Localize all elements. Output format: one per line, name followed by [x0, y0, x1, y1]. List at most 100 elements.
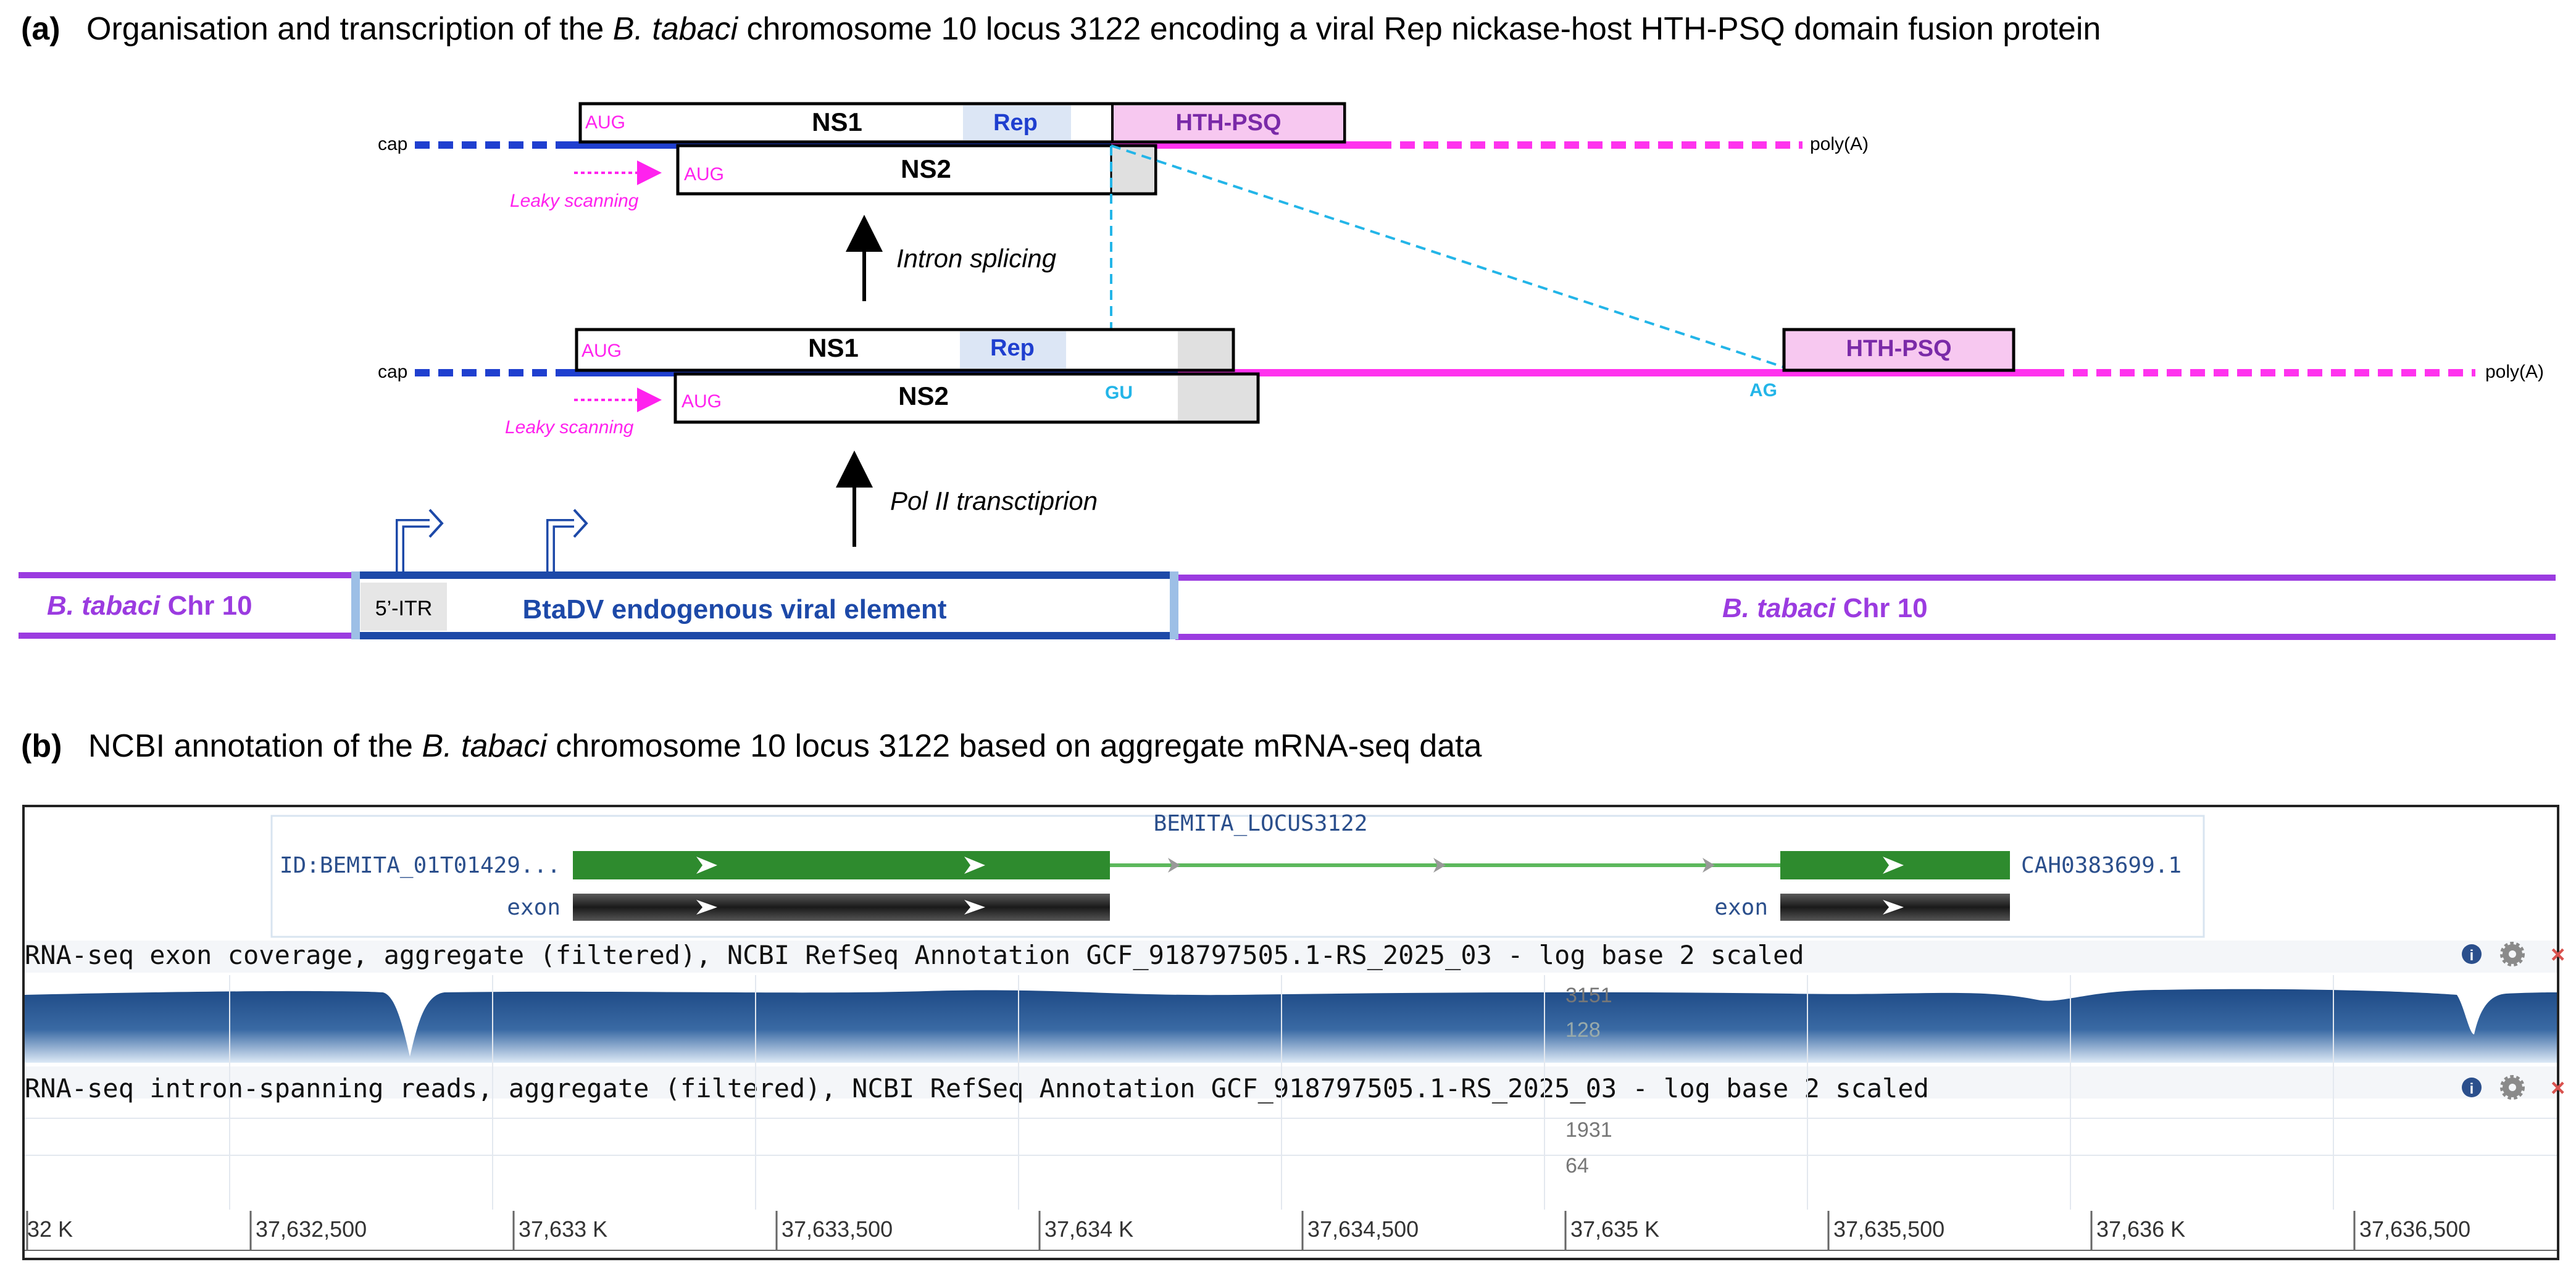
- splice-junction-line-acceptor: [1111, 144, 1785, 368]
- hth-label-top: HTH-PSQ: [1176, 110, 1282, 136]
- cds-exon-1: [573, 851, 1110, 879]
- gu-label: GU: [1105, 383, 1133, 403]
- polya-label-mid: poly(A): [2485, 362, 2544, 382]
- ruler-tick-label: 37,636 K: [2096, 1216, 2185, 1242]
- hth-label-mid: HTH-PSQ: [1846, 336, 1952, 362]
- intron-chevron-3: [1703, 858, 1715, 873]
- promoter-arrow-2-inner: [548, 521, 577, 571]
- hth-domain-top: [1112, 106, 1343, 140]
- coverage-track-title: RNA-seq exon coverage, aggregate (filter…: [25, 940, 1804, 970]
- coverage-info-icon[interactable]: [2462, 944, 2482, 964]
- panel-b-letter: (b): [21, 728, 62, 764]
- transcription-label: Pol II transctiprion: [890, 486, 1098, 515]
- splicing-label: Intron splicing: [896, 244, 1056, 273]
- ns1-label-top: NS1: [812, 107, 862, 136]
- spliced-mrna: cap poly(A) AUG NS1 Rep HTH-PSQ AUG NS2 …: [378, 102, 1869, 211]
- coverage-gear-icon-hole: [2509, 950, 2516, 958]
- aug-label-ns1-mid: AUG: [581, 341, 622, 361]
- ns1-grey-tail-mid: [1178, 331, 1232, 368]
- rep-label-mid: Rep: [990, 335, 1035, 361]
- hth-domain-mid: [1782, 328, 2015, 372]
- pre-mrna: cap poly(A) AUG NS1 Rep AUG NS2 GU HTH-P…: [378, 328, 2544, 438]
- ns1-label-mid: NS1: [808, 333, 859, 362]
- chr-right-label: B. tabaci Chr 10: [1722, 593, 1928, 623]
- rep-label-top: Rep: [993, 110, 1038, 136]
- coverage-area: [25, 989, 2557, 1063]
- intron-chevron-2: [1433, 858, 1446, 873]
- ns1-orf-mid: [575, 328, 1235, 372]
- ruler-tick-label: 37,634,500: [1307, 1216, 1419, 1242]
- chr-right-rest: Chr 10: [1835, 593, 1927, 623]
- panel-b-title-italic: B. tabaci: [422, 728, 548, 764]
- cap-label-top: cap: [378, 134, 407, 154]
- ns2-orf-mid: [673, 372, 1260, 424]
- promoter-arrow-2-head: [573, 509, 588, 538]
- coverage-scale-top: 3151: [1565, 984, 1612, 1007]
- exon-chevron-1: [696, 900, 717, 915]
- intron-track-header: [25, 1066, 2557, 1099]
- ruler-tick-label: 37,633 K: [519, 1216, 607, 1242]
- coverage-track-header: [25, 941, 2557, 973]
- cds-chevron-1: [696, 857, 717, 874]
- coverage-info-icon-glyph: i: [2470, 947, 2474, 964]
- protein-id: CAH0383699.1: [2021, 853, 2182, 878]
- ruler-tick-label: 37,634 K: [1044, 1216, 1133, 1242]
- panel-a-title-after: chromosome 10 locus 3122 encoding a vira…: [747, 11, 2101, 47]
- ruler-tick-label: 37,635,500: [1833, 1216, 1945, 1242]
- cds-chevron-3: [1883, 857, 1904, 874]
- vertical-gridlines: [229, 975, 2334, 1210]
- cap-label-mid: cap: [378, 362, 407, 382]
- eve-label: BtaDV endogenous viral element: [522, 594, 946, 625]
- polya-label-top: poly(A): [1810, 134, 1869, 154]
- ruler-tick-label: 37,633,500: [782, 1216, 893, 1242]
- promoter-arrow-1: [396, 519, 432, 571]
- aug-label-ns2-top: AUG: [684, 164, 724, 185]
- intron-info-icon[interactable]: [2462, 1078, 2482, 1097]
- exon-label-right: exon: [1714, 895, 1768, 920]
- leaky-label-mid: Leaky scanning: [505, 417, 634, 438]
- itr-label: 5’-ITR: [375, 597, 433, 620]
- panel-b-title-after: chromosome 10 locus 3122 based on aggreg…: [556, 728, 1482, 764]
- panel-a-letter: (a): [21, 11, 60, 47]
- leaky-label-top: Leaky scanning: [510, 191, 639, 211]
- aug-label-ns2-mid: AUG: [682, 391, 722, 412]
- panel-a-title-before: Organisation and transcription of the: [86, 11, 613, 47]
- aug-label-ns1-top: AUG: [585, 112, 625, 133]
- cds-chevron-2: [964, 857, 985, 874]
- locus-label: BEMITA_LOCUS3122: [1154, 811, 1368, 836]
- panel-b-title: (b) NCBI annotation of the B. tabaci chr…: [21, 728, 1482, 764]
- transcript-id: ID:BEMITA_01T01429...: [280, 853, 561, 878]
- coverage-close-icon[interactable]: ×: [2551, 941, 2565, 968]
- ns2-label-top: NS2: [901, 154, 951, 183]
- ruler-tick-label: 32 K: [27, 1216, 73, 1242]
- ag-label: AG: [1749, 380, 1777, 401]
- chr-right-italic: B. tabaci: [1722, 593, 1836, 623]
- ncbi-viewer: BEMITA_LOCUS3122 ID:BEMITA_01T01429... C…: [22, 805, 2565, 1260]
- panel-b-title-before: NCBI annotation of the: [88, 728, 422, 764]
- intron-scale-top: 1931: [1565, 1118, 1612, 1142]
- itr-box: [361, 583, 447, 631]
- promoter-arrow-1-head: [428, 509, 444, 538]
- exon-label-left: exon: [507, 895, 561, 920]
- intron-info-icon-glyph: i: [2470, 1081, 2474, 1097]
- ns2-label-mid: NS2: [898, 381, 949, 410]
- intron-close-icon[interactable]: ×: [2551, 1074, 2565, 1102]
- exon-bar-1: [573, 894, 1110, 921]
- coverage-scale-bottom: 128: [1565, 1018, 1601, 1042]
- rep-domain-mid: [960, 331, 1066, 368]
- intron-track-title: RNA-seq intron-spanning reads, aggregate…: [25, 1073, 1929, 1103]
- ns2-orf-top: [676, 144, 1157, 196]
- promoter-arrow-1-inner: [398, 521, 432, 571]
- ruler-tick-label: 37,635 K: [1570, 1216, 1659, 1242]
- panel-a-title: (a) Organisation and transcription of th…: [21, 11, 2101, 47]
- intron-scale-bottom: 64: [1565, 1154, 1589, 1178]
- ns2-grey-tail-top: [1111, 147, 1154, 192]
- chr-left-italic: B. tabaci: [47, 591, 160, 621]
- ruler-tick-label: 37,636,500: [2359, 1216, 2470, 1242]
- chr-left-rest: Chr 10: [160, 591, 252, 621]
- intron-chevron-1: [1168, 858, 1180, 873]
- rep-domain-top: [963, 106, 1071, 140]
- exon-chevron-2: [964, 900, 985, 915]
